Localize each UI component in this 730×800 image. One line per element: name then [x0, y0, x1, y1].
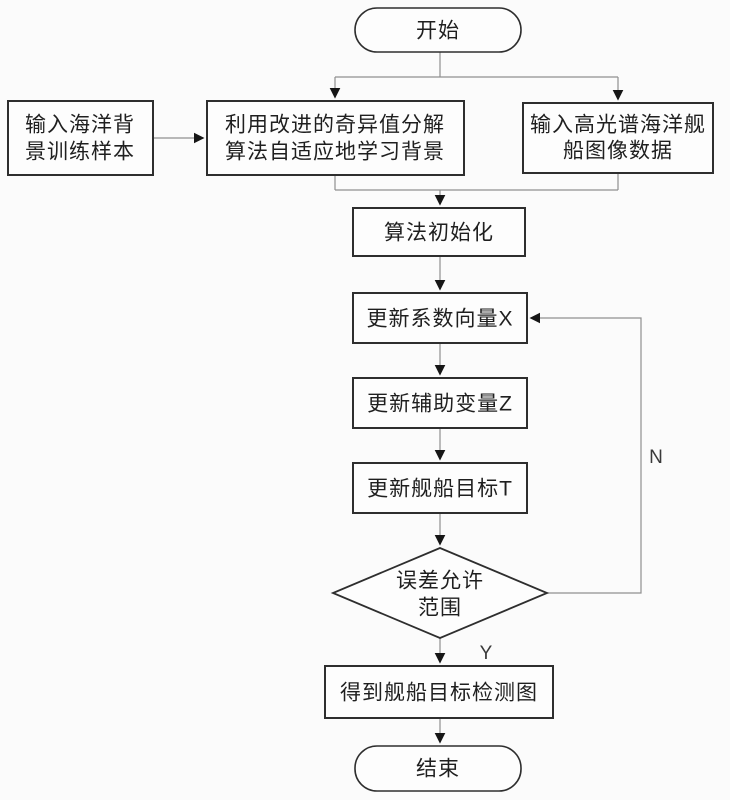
node-input-hyperspectral-shape [522, 102, 714, 174]
node-svd-learning-shape [206, 100, 465, 176]
node-update-ship-target-t: 更新舰船目标T [352, 462, 528, 514]
node-update-coefficient-x-shape [352, 292, 528, 344]
node-input-background: 输入海洋背 景训练样本 [7, 100, 154, 176]
node-algorithm-init-shape [352, 207, 526, 257]
node-start: 开始 [354, 7, 522, 53]
node-error-tolerance-shape [330, 547, 550, 639]
node-update-auxiliary-z-label: 更新辅助变量Z [367, 393, 513, 416]
connectors [153, 52, 642, 744]
node-algorithm-init-label: 算法初始化 [384, 222, 494, 245]
node-update-coefficient-x-label: 更新系数向量X [366, 308, 513, 331]
node-update-ship-target-t-label: 更新舰船目标T [367, 478, 513, 501]
node-input-background-line1: 输入海洋背 [25, 114, 135, 137]
node-detection-result: 得到舰船目标检测图 [324, 665, 554, 719]
node-update-auxiliary-z: 更新辅助变量Z [352, 377, 528, 429]
node-input-hyperspectral-line1: 输入高光谱海洋舰 [530, 114, 706, 137]
node-update-auxiliary-z-shape [352, 377, 528, 429]
node-error-tolerance-line2: 范围 [418, 597, 462, 620]
node-update-ship-target-t-shape [352, 462, 528, 514]
node-svd-learning-line2: 算法自适应地学习背景 [225, 141, 445, 164]
edge-decision-feedback-to-updatex [529, 312, 642, 594]
node-end-shape [354, 745, 522, 792]
node-end: 结束 [354, 745, 522, 792]
node-start-label: 开始 [416, 20, 460, 43]
node-input-background-shape [7, 100, 154, 176]
node-error-tolerance-decision: 误差允许 范围 [330, 547, 550, 639]
node-input-background-line2: 景训练样本 [25, 141, 135, 164]
edge-label-yes: Y [480, 643, 493, 664]
node-detection-result-shape [324, 665, 554, 719]
node-start-shape [354, 7, 522, 53]
edge-label-no: N [649, 447, 663, 468]
node-input-hyperspectral-line2: 船图像数据 [563, 140, 673, 163]
node-algorithm-init: 算法初始化 [352, 207, 526, 257]
node-error-tolerance-line1: 误差允许 [396, 570, 484, 593]
node-input-hyperspectral: 输入高光谱海洋舰 船图像数据 [522, 102, 714, 174]
node-update-coefficient-x: 更新系数向量X [352, 292, 528, 344]
node-svd-learning-line1: 利用改进的奇异值分解 [225, 114, 445, 137]
node-end-label: 结束 [416, 758, 460, 781]
node-detection-result-label: 得到舰船目标检测图 [340, 682, 538, 705]
node-svd-learning: 利用改进的奇异值分解 算法自适应地学习背景 [206, 100, 465, 176]
